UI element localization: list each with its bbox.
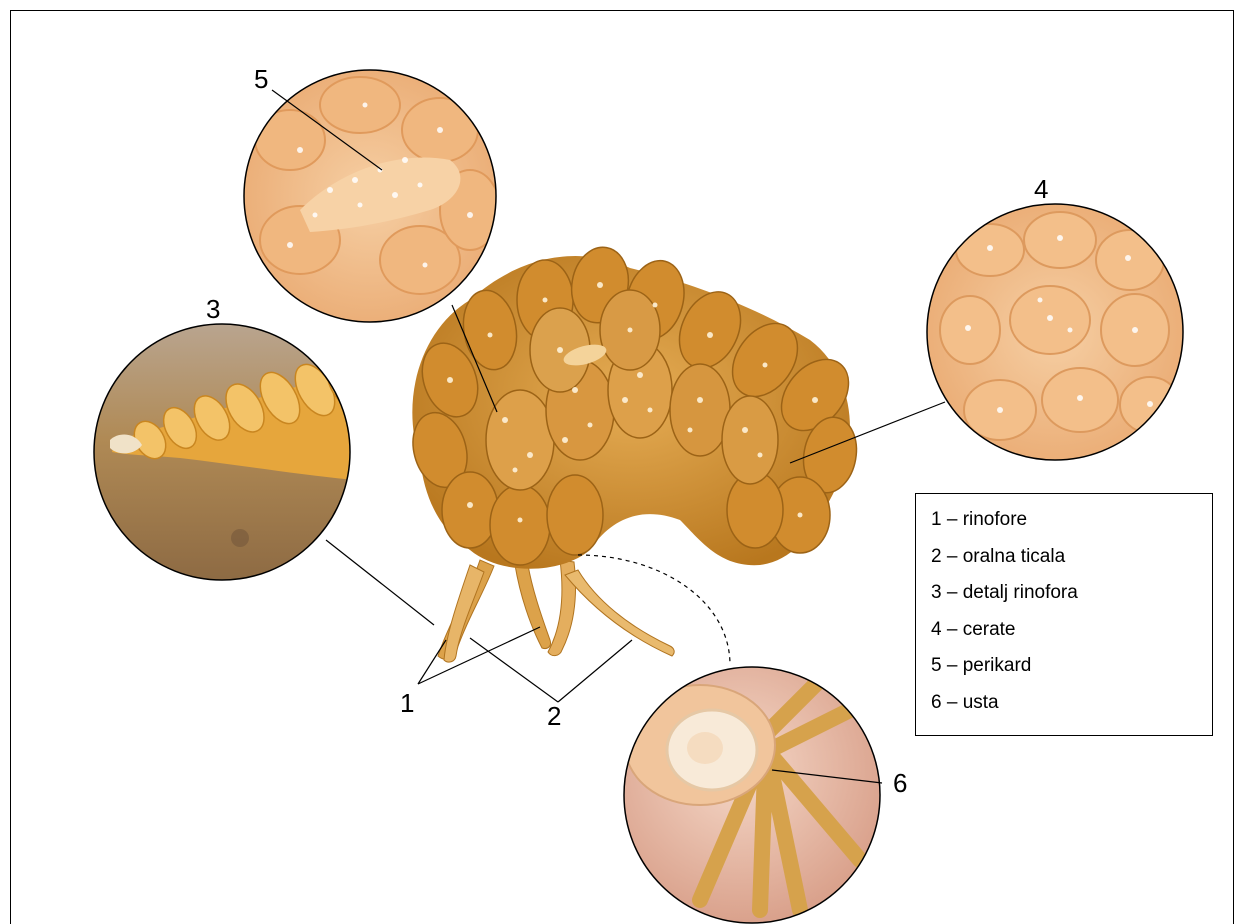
callout-3: 3 <box>206 294 220 324</box>
legend-item-usta: 6 – usta <box>931 685 1212 722</box>
rhinophores-and-tentacles <box>438 560 674 662</box>
leader-line-3 <box>326 540 434 625</box>
callout-1: 1 <box>400 688 414 718</box>
specimen <box>405 243 862 662</box>
legend-item-oralna-ticala: 2 – oralna ticala <box>931 539 1212 576</box>
leader-line-2b <box>558 640 632 702</box>
legend-box: 1 – rinofore 2 – oralna ticala 3 – detal… <box>915 493 1213 736</box>
callout-2: 2 <box>547 701 561 731</box>
zoom-circle-4 <box>925 202 1185 462</box>
zoom-circle-3 <box>92 322 370 582</box>
legend-item-perikard: 5 – perikard <box>931 648 1212 685</box>
callout-5: 5 <box>254 64 268 94</box>
callout-6: 6 <box>893 768 907 798</box>
zoom-circle-6 <box>622 665 882 924</box>
legend-item-cerate: 4 – cerate <box>931 612 1212 649</box>
callout-4: 4 <box>1034 174 1048 204</box>
legend-item-rinofore: 1 – rinofore <box>931 502 1212 539</box>
body <box>405 243 862 569</box>
legend-item-detalj-rinofora: 3 – detalj rinofora <box>931 575 1212 612</box>
zoom-circle-5 <box>240 66 500 326</box>
